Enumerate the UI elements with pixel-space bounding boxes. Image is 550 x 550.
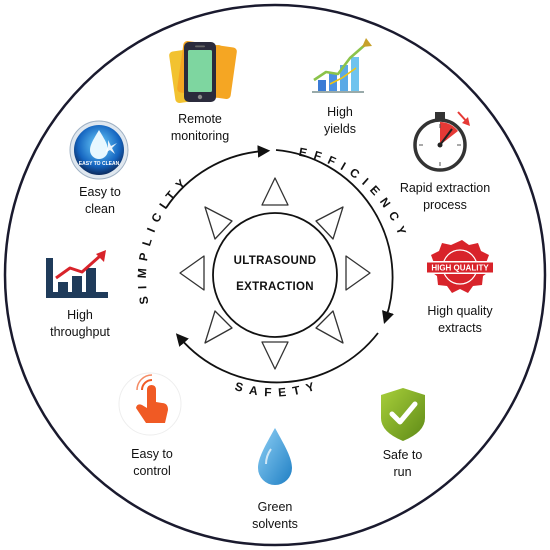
ray-n [261,177,289,206]
quality-seal-icon: HIGH QUALITY [425,240,495,293]
bar-chart-icon [46,250,108,298]
center-line-2: EXTRACTION [236,281,314,293]
arc-word-simplicity: SIMPLICITY [135,172,193,306]
label-remote-monitoring: Remote monitoring [170,112,230,143]
arc-word-simplicity-path: SIMPLICITY [135,172,186,306]
outer-ring [3,3,547,547]
arc-word-safety-path: SAFETY [233,377,316,399]
label-safe-to-run: Safe to run [382,448,423,479]
easy-clean-badge-icon: EASY TO CLEAN [69,120,129,180]
stopwatch-icon [413,111,470,172]
smartphone-icon [169,41,237,103]
label-easy-to-control: Easy to control [131,447,173,478]
water-drop-icon [258,428,292,485]
growth-chart-icon [312,38,372,93]
label-high-yields: High yields [324,105,356,136]
label-easy-to-clean: Easy to clean [79,185,121,216]
arrow-top [165,145,271,209]
shield-check-icon [381,388,425,441]
center-line-1: ULTRASOUND [233,255,317,267]
sun-rays [179,177,371,370]
ray-nw [204,206,233,240]
arc-word-safety: SAFETY [233,377,323,399]
arrow-right [275,149,394,324]
label-green-solvents: Green solvents [252,500,298,531]
label-high-throughput: High throughput [50,308,110,339]
ray-e [345,255,371,291]
center-circle [212,212,338,338]
quality-seal-text: HIGH QUALITY [431,264,489,273]
touch-hand-icon [118,372,182,436]
ray-se [315,310,344,344]
ray-sw [204,310,233,344]
cycle-arrows [165,145,394,384]
label-rapid-extraction: Rapid extraction process [399,181,491,212]
arrow-bottom [175,332,379,384]
ray-w [179,255,205,291]
label-high-quality: High quality extracts [427,304,493,335]
ray-s [261,341,289,370]
clean-badge-text: EASY TO CLEAN [79,161,120,167]
ray-ne [315,206,344,240]
